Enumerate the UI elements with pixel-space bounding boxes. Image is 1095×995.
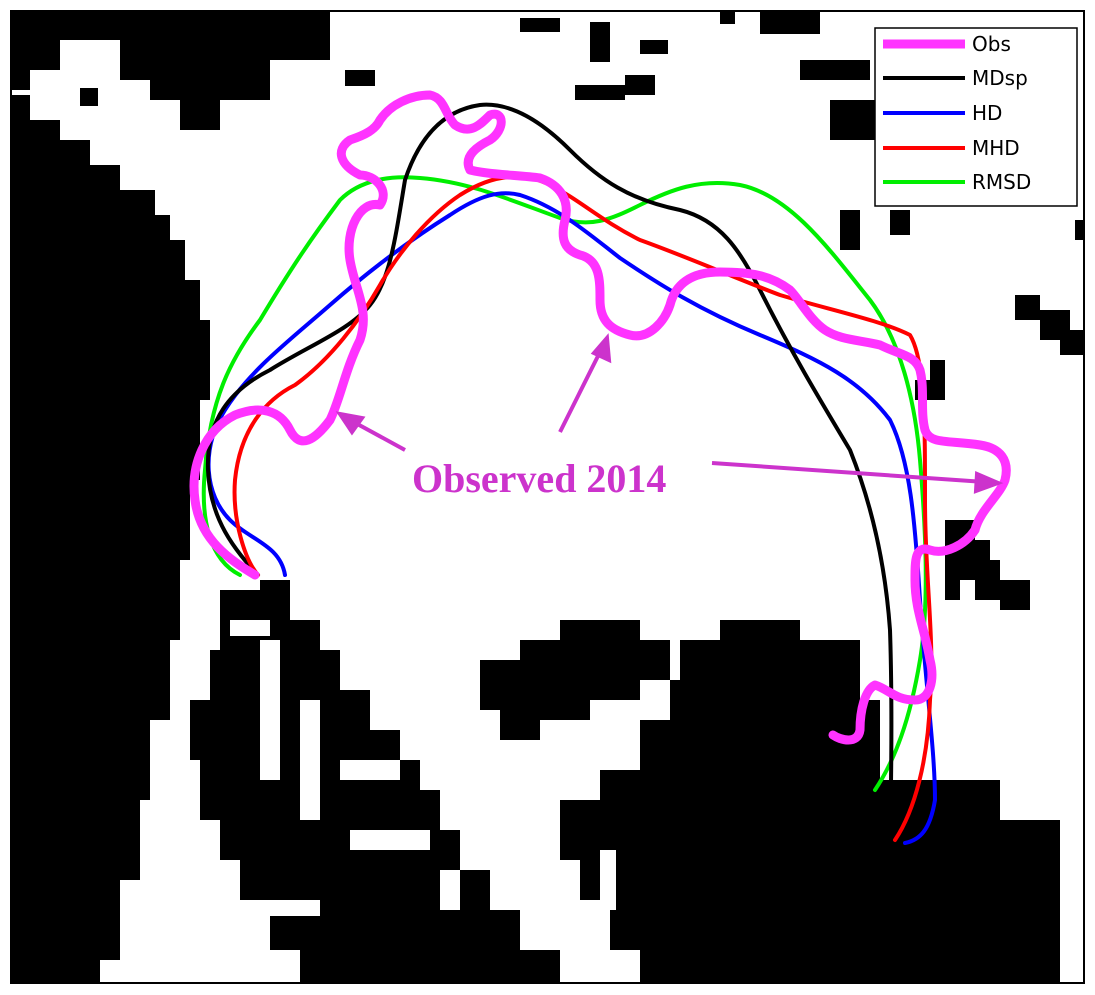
land-south-block (900, 780, 1060, 983)
channel (260, 640, 280, 780)
land-islet (1075, 220, 1085, 240)
land-islet (760, 12, 820, 34)
land-west-coast (12, 95, 210, 983)
land-islet (590, 22, 610, 62)
map-frame (10, 10, 1085, 984)
legend-box (874, 27, 1078, 207)
arrow-right-head (973, 471, 1004, 494)
legend-item-obs: Obs (883, 32, 1011, 56)
legend-label: RMSD (972, 170, 1031, 194)
land-greenland (560, 620, 900, 983)
legend-item-hd: HD (883, 101, 1002, 125)
land-islet (840, 210, 860, 250)
channel (230, 620, 270, 636)
channel (600, 850, 616, 910)
contour-obs (189, 90, 1011, 745)
land-east-chunk (945, 520, 1030, 610)
arrow-middle (558, 347, 604, 433)
land-islet (520, 18, 560, 32)
land-islet (930, 360, 945, 400)
arrow-left-head (335, 411, 366, 436)
land-islet (345, 70, 375, 86)
legend-label: HD (972, 101, 1002, 125)
ice-edge-contours (189, 90, 1011, 845)
legend: Obs MDsp HD MHD RMSD (874, 27, 1078, 207)
land-islet (575, 75, 655, 100)
legend-label: MHD (972, 136, 1020, 160)
land-northwest (12, 12, 330, 130)
land-islet (800, 60, 870, 80)
land-islet (720, 12, 735, 24)
legend-item-mdsp: MDsp (883, 66, 1028, 90)
arrow-right (711, 461, 986, 484)
annotation-arrows (335, 333, 1004, 494)
land-islet (890, 210, 910, 235)
ocean-channels (230, 620, 616, 916)
arrow-middle-head (590, 333, 612, 364)
contour-mdsp (205, 102, 894, 842)
channel (260, 900, 320, 916)
land-islet (640, 40, 668, 54)
land-mask (12, 12, 1085, 983)
land-islet (1015, 295, 1083, 355)
legend-label: MDsp (972, 66, 1028, 90)
contour-mhd (232, 174, 934, 842)
land-south-archipelago (190, 580, 560, 983)
land-islet (80, 88, 98, 106)
channel (440, 870, 460, 910)
legend-item-rmsd: RMSD (883, 170, 1031, 194)
annotation-label: Observed 2014 (412, 456, 666, 501)
legend-label: Obs (972, 32, 1011, 56)
land-central-island (480, 620, 670, 740)
legend-item-mhd: MHD (883, 136, 1020, 160)
channel (340, 760, 400, 780)
channel (400, 700, 420, 760)
channel (350, 830, 430, 850)
channel (300, 700, 320, 820)
